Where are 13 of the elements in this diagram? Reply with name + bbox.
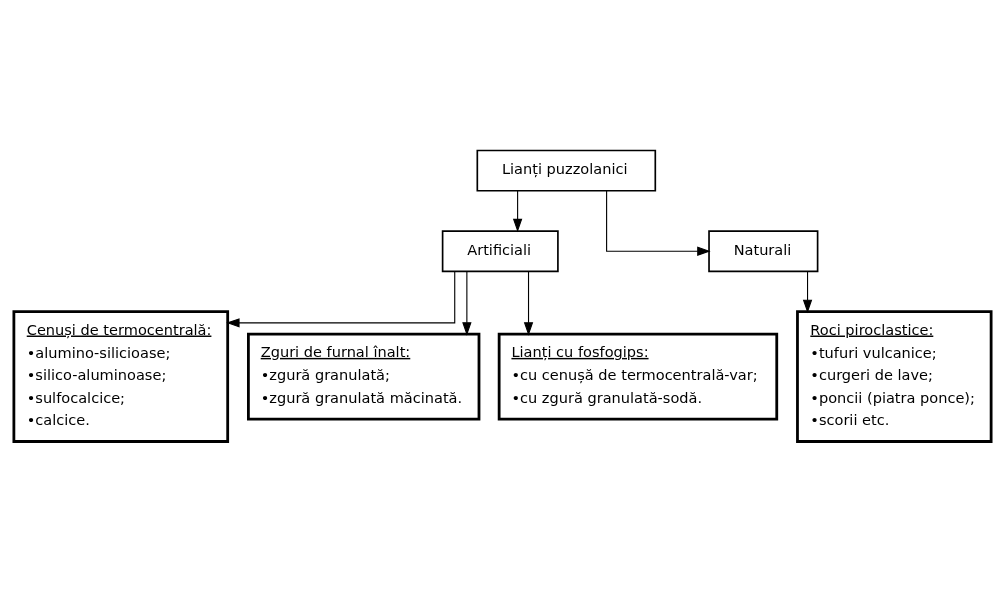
node-box: Cenuși de termocentrală: •alumino-silicioase; •silico-aluminoase; •sulfocalcice; •calcice. [12,309,230,443]
arrow [462,270,472,336]
arrow [606,189,711,256]
node-box: Roci piroclastice: •tufuri vulcanice; •curgeri de lave; •poncii (piatra ponce); •scorii etc. [796,309,993,443]
node-box: Lianți cu fosfogips: •cu cenușă de termocentrală-var; •cu zgură granulată-sodă. [497,332,779,421]
arrow [523,270,534,336]
arrow [226,270,456,328]
node-box: Zguri de furnal înalt: •zgură granulată; •zgură granulată măcinată. [247,332,481,421]
node-box: Artificiali [441,229,559,272]
node-box: Lianți puzzolanici [476,149,657,192]
arrow [802,270,813,313]
node-box: Naturali [708,229,819,272]
arrow [512,189,523,232]
